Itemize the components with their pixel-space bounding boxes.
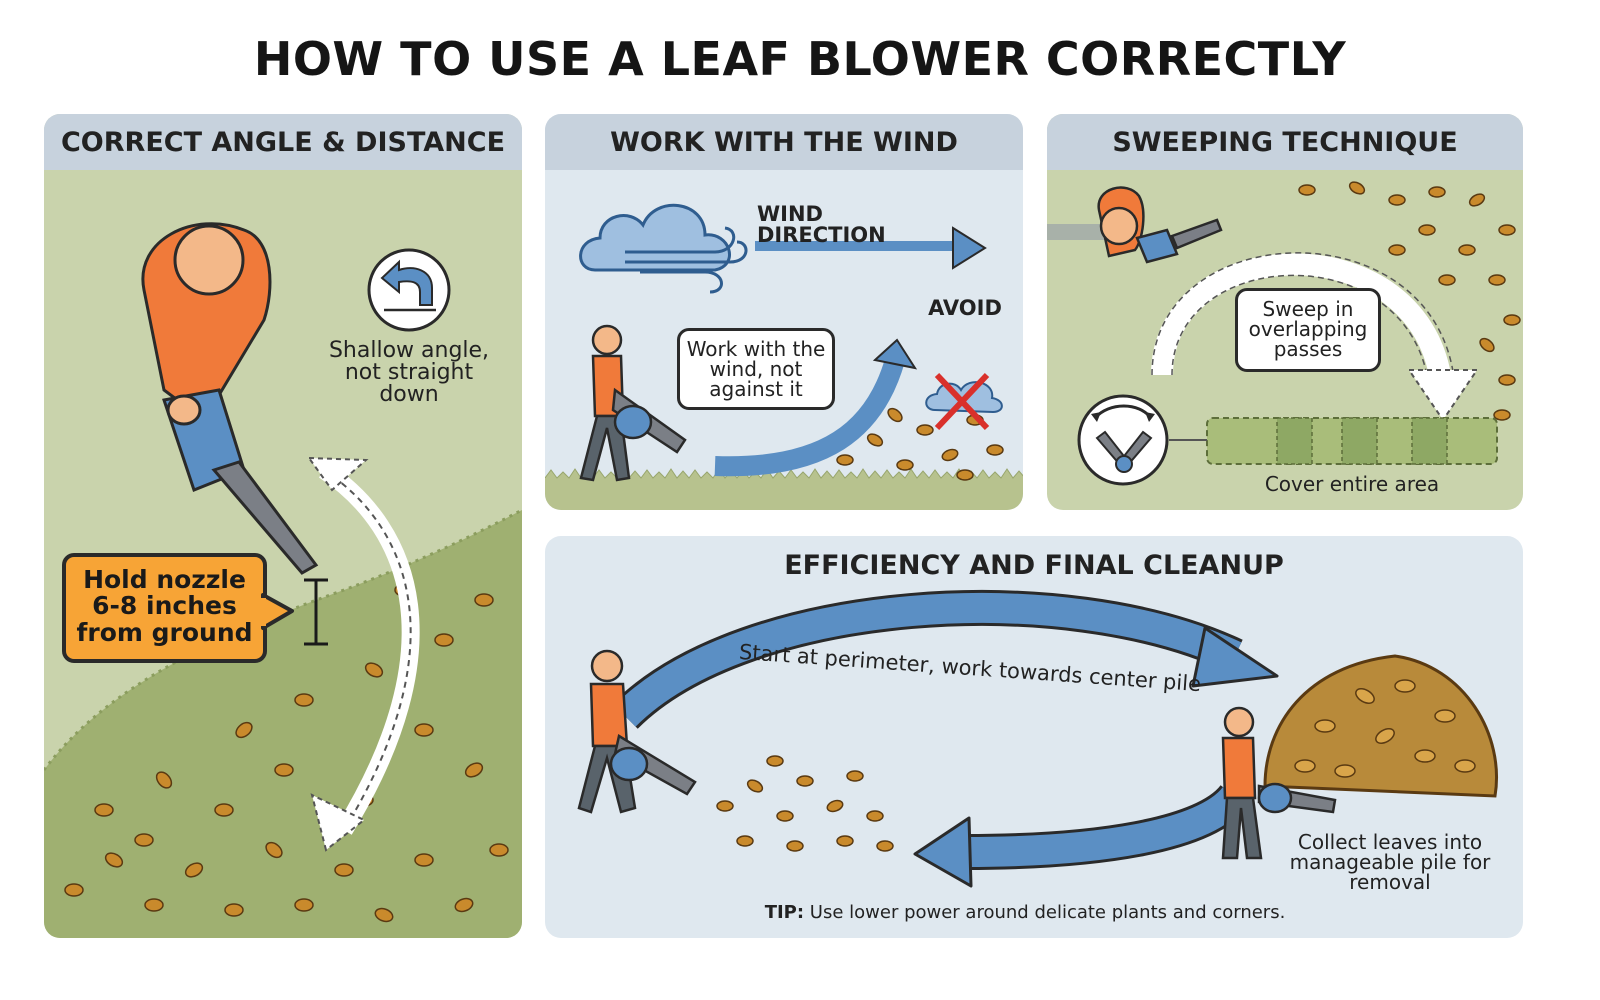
panel-cleanup: EFFICIENCY AND FINAL CLEANUP [545,536,1523,938]
cleanup-illustration [577,590,1498,888]
sweep-caption: Cover entire area [1264,472,1440,496]
leaf-pile [1263,654,1498,798]
tip-label: TIP: [764,902,805,923]
nozzle-callout: Hold nozzle 6-8 inches from ground [62,553,267,663]
pile-caption: Collect leaves into manageable pile for … [1289,830,1491,894]
person-walking [579,324,687,482]
tip-line: TIP: Use lower power around delicate pla… [665,904,1385,922]
person-right [1221,706,1337,860]
angle-illustration [44,222,522,938]
tip-text: Use lower power around delicate plants a… [809,902,1286,923]
panel-wind-title: WORK WITH THE WIND [545,114,1023,170]
panel-wind-body: WIND DIRECTION AVOID Work with the wind,… [545,170,1023,510]
page-title: HOW TO USE A LEAF BLOWER CORRECTLY [253,32,1347,86]
person-top-view [141,222,319,575]
panel-angle-distance: CORRECT ANGLE & DISTANCE [44,114,522,938]
panel-angle-title: CORRECT ANGLE & DISTANCE [44,114,522,170]
panel-sweep: SWEEPING TECHNIQUE [1047,114,1523,510]
wind-callout: Work with the wind, not against it [677,328,835,410]
cloud-wind-icon [579,203,748,294]
person-sweep-view [1047,186,1223,264]
sweep-arc-icon [1077,394,1169,486]
panel-cleanup-title: EFFICIENCY AND FINAL CLEANUP [784,550,1284,581]
angle-arrow-icon [367,248,451,332]
distance-marker [304,578,328,646]
panel-sweep-title: SWEEPING TECHNIQUE [1047,114,1523,170]
wind-direction-label: WIND DIRECTION [757,202,886,247]
panel-wind: WORK WITH THE WIND [545,114,1023,510]
overlap-passes [1206,417,1498,465]
angle-note: Shallow angle, not straight down [328,338,490,407]
avoid-icon [925,372,1003,431]
sweep-callout: Sweep in overlapping passes [1235,288,1381,372]
panel-angle-body: Shallow angle, not straight down Hold no… [44,170,522,938]
sweep-illustration [1047,181,1521,486]
panel-sweep-body: Sweep in overlapping passes Cover entire… [1047,170,1523,510]
wind-illustration [545,203,1023,510]
person-left [577,649,697,814]
avoid-label: AVOID [928,296,1002,320]
